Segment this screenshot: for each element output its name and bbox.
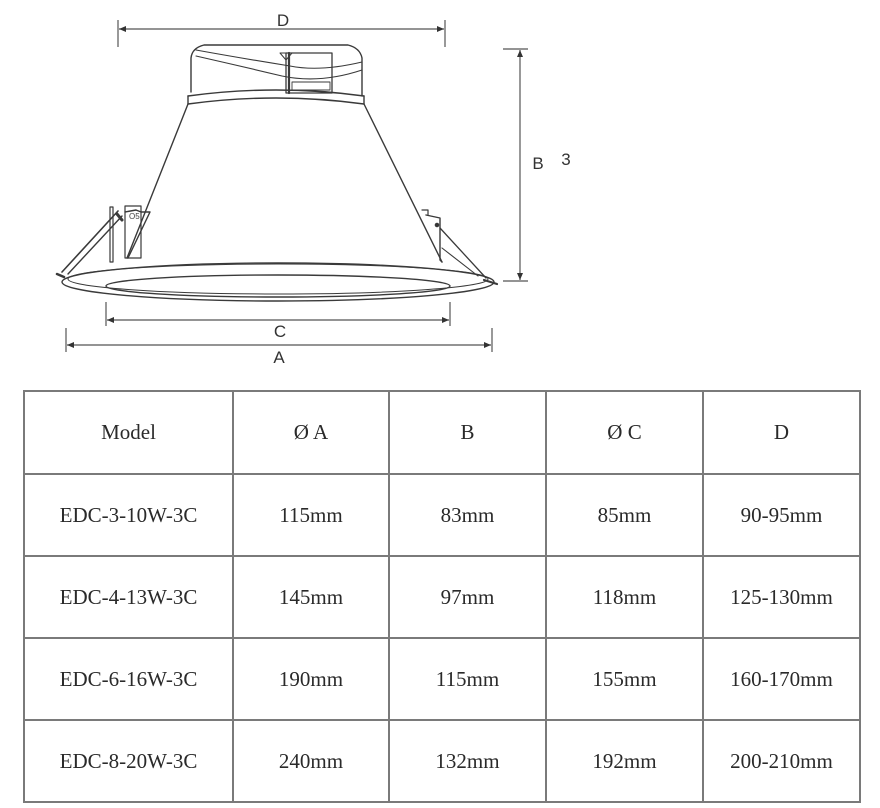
cell-c: 118mm xyxy=(545,555,704,639)
cell-b: 115mm xyxy=(388,637,547,721)
label-a: A xyxy=(273,348,285,367)
dimension-d xyxy=(117,20,446,47)
table-row: EDC-4-13W-3C 145mm 97mm 118mm 125-130mm xyxy=(23,555,861,639)
cell-a: 240mm xyxy=(232,719,390,803)
table-header-row: Model Ø A B Ø C D xyxy=(23,390,861,475)
cell-c: 85mm xyxy=(545,473,704,557)
cell-b: 132mm xyxy=(388,719,547,803)
header-b: B xyxy=(388,390,547,475)
table-row: EDC-3-10W-3C 115mm 83mm 85mm 90-95mm xyxy=(23,473,861,557)
header-d: D xyxy=(702,390,861,475)
svg-text:O5: O5 xyxy=(129,212,140,221)
cell-d: 200-210mm xyxy=(702,719,861,803)
label-d: D xyxy=(277,11,289,30)
cell-model: EDC-6-16W-3C xyxy=(23,637,234,721)
cell-b: 97mm xyxy=(388,555,547,639)
header-diameter-c: Ø C xyxy=(545,390,704,475)
label-c: C xyxy=(274,322,286,341)
dimension-spec-table: Model Ø A B Ø C D EDC-3-10W-3C 115mm 83m… xyxy=(23,390,861,803)
label-b: B xyxy=(532,154,543,173)
cell-d: 90-95mm xyxy=(702,473,861,557)
downlight-dimension-drawing: O5 D B 3 C A xyxy=(55,11,571,367)
header-model: Model xyxy=(23,390,234,475)
cell-a: 115mm xyxy=(232,473,390,557)
table-row: EDC-8-20W-3C 240mm 132mm 192mm 200-210mm xyxy=(23,719,861,803)
cell-model: EDC-4-13W-3C xyxy=(23,555,234,639)
downlight-fixture-illustration: O5 xyxy=(55,44,499,302)
cell-c: 192mm xyxy=(545,719,704,803)
cell-d: 125-130mm xyxy=(702,555,861,639)
cell-d: 160-170mm xyxy=(702,637,861,721)
dimension-a xyxy=(65,328,493,352)
cell-a: 190mm xyxy=(232,637,390,721)
cell-a: 145mm xyxy=(232,555,390,639)
cell-b: 83mm xyxy=(388,473,547,557)
table-row: EDC-6-16W-3C 190mm 115mm 155mm 160-170mm xyxy=(23,637,861,721)
cell-model: EDC-8-20W-3C xyxy=(23,719,234,803)
dimension-b xyxy=(503,48,528,282)
label-b-artifact: 3 xyxy=(561,150,570,169)
cell-model: EDC-3-10W-3C xyxy=(23,473,234,557)
dimension-c xyxy=(105,302,451,326)
header-diameter-a: Ø A xyxy=(232,390,390,475)
cell-c: 155mm xyxy=(545,637,704,721)
